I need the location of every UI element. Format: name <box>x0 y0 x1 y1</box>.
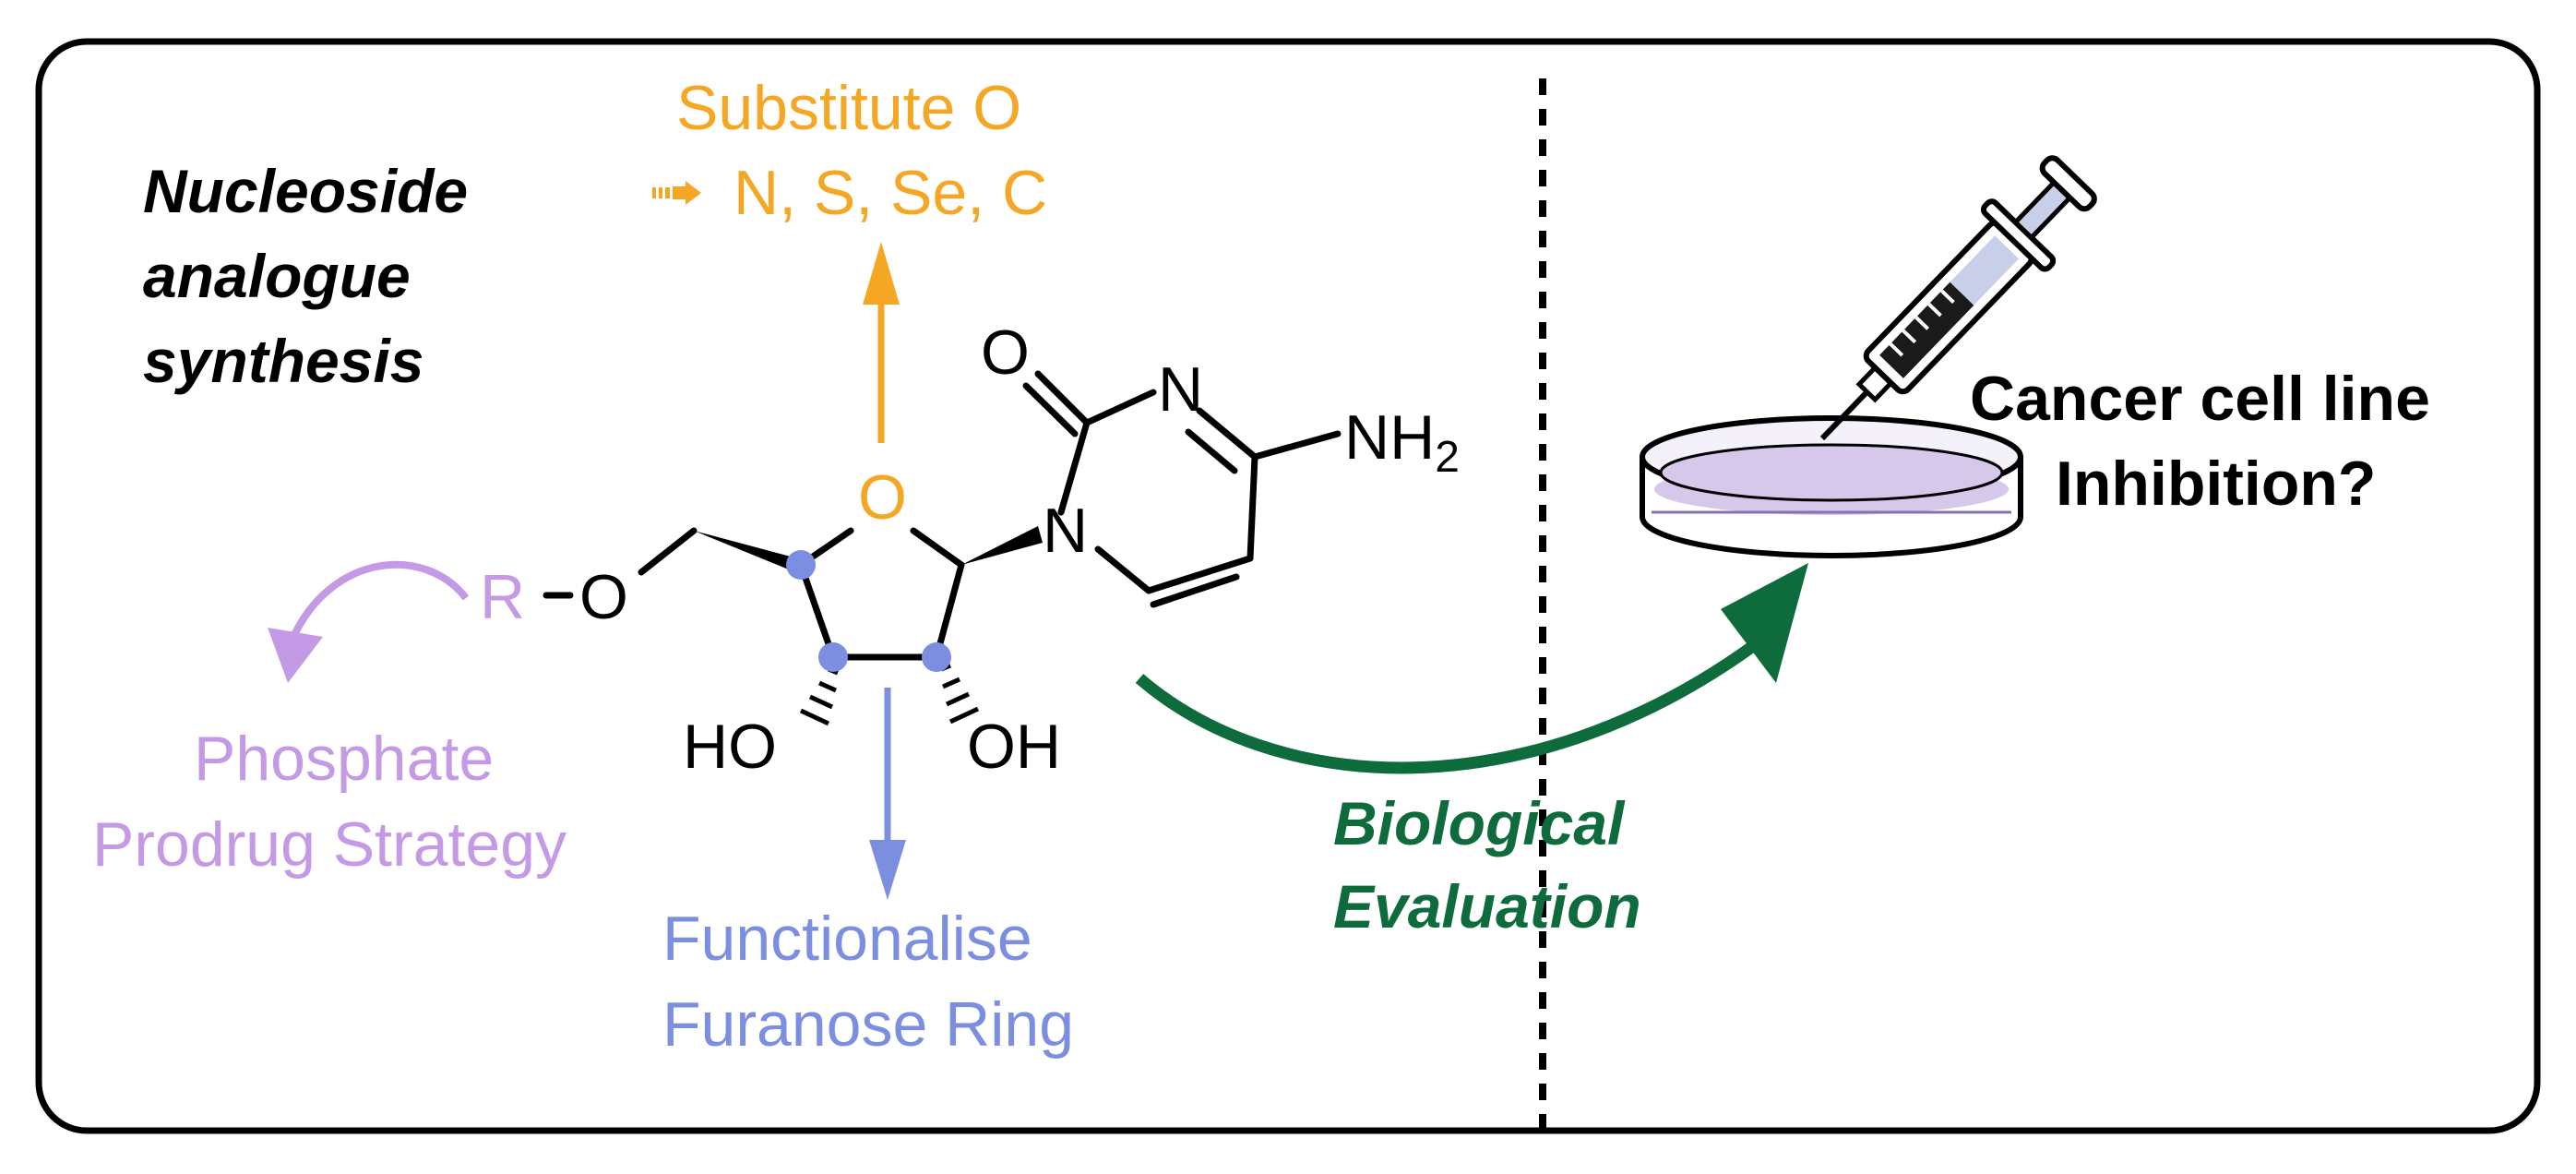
cancer-line-2: Inhibition? <box>2056 449 2376 519</box>
atom-o-carbonyl: O <box>981 317 1030 388</box>
cancer-line-1: Cancer cell line <box>1970 364 2430 434</box>
functionalise-line-2: Furanose Ring <box>662 989 1074 1060</box>
atom-labels: R O O O N N NH2 HO OH <box>480 317 1460 782</box>
wedge-bond-glycosidic <box>961 526 1043 565</box>
outer-frame <box>35 38 2541 1134</box>
phosphate-arrow <box>268 560 470 683</box>
evaluation-arrow <box>1135 563 1808 774</box>
wedge-bond-ch2 <box>694 531 801 572</box>
substitute-line-2: N, S, Se, C <box>733 158 1047 228</box>
biological-line-1: Biological <box>1333 789 1626 857</box>
biological-label: Biological Evaluation <box>1333 789 1641 940</box>
substitute-line-1: Substitute O <box>676 73 1021 143</box>
biological-line-2: Evaluation <box>1333 872 1641 940</box>
dashed-arrow-icon <box>652 181 701 205</box>
title-line-1: Nucleoside <box>143 157 468 225</box>
phosphate-label: Phosphate Prodrug Strategy <box>92 724 566 880</box>
title-block: Nucleoside analogue synthesis <box>143 157 468 395</box>
phosphate-line-2: Prodrug Strategy <box>92 809 566 880</box>
petri-dish-icon <box>1640 415 2023 558</box>
functionalise-dots <box>786 550 951 672</box>
atom-o-ester: O <box>579 562 628 632</box>
functionalise-arrow <box>869 688 906 900</box>
substitute-arrow <box>863 242 900 443</box>
atom-n-glycosidic: N <box>1043 496 1088 566</box>
hydroxyl-right: OH <box>967 712 1061 782</box>
atom-o-ring: O <box>858 462 907 533</box>
atom-nh2: NH2 <box>1344 402 1460 482</box>
title-line-3: synthesis <box>143 327 423 395</box>
atom-n-top: N <box>1158 354 1203 425</box>
substitute-label: Substitute O N, S, Se, C <box>652 73 1047 228</box>
nucleoside-structure <box>543 370 1342 661</box>
atom-r: R <box>480 562 525 632</box>
functionalise-label: Functionalise Furanose Ring <box>662 904 1074 1060</box>
syringe-icon <box>1819 155 2097 441</box>
cancer-label: Cancer cell line Inhibition? <box>1970 364 2430 519</box>
functionalise-line-1: Functionalise <box>662 904 1032 974</box>
hashed-bond-left <box>799 666 839 726</box>
phosphate-line-1: Phosphate <box>194 724 494 794</box>
title-line-2: analogue <box>143 242 411 310</box>
hydroxyl-left: HO <box>683 712 777 782</box>
